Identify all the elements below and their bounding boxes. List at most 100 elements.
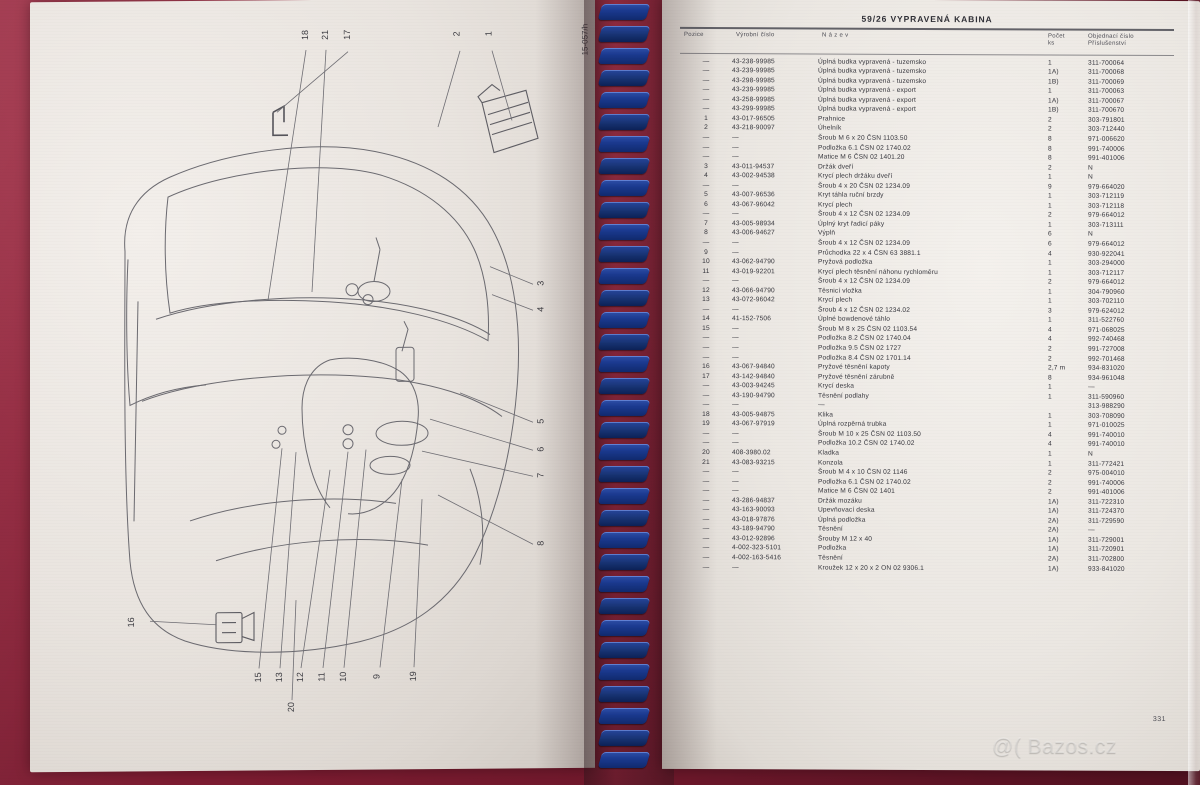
cell-position: —	[702, 86, 710, 94]
cell-part-number: 43-012-92896	[732, 535, 775, 543]
cell-order-number: 311-700067	[1088, 97, 1125, 105]
cell-part-number: 43-239-99985	[732, 67, 775, 75]
cell-position: —	[702, 344, 710, 352]
cell-quantity: 1	[1048, 202, 1052, 210]
callout-16: 16	[126, 617, 137, 628]
cell-order-number: 303-713111	[1088, 221, 1124, 229]
cell-quantity: 2	[1048, 116, 1052, 124]
cell-quantity: 1	[1048, 269, 1052, 277]
cell-part-number: —	[732, 487, 739, 495]
cell-part-number: 43-007-96536	[732, 191, 775, 199]
cell-position: 7	[704, 219, 708, 227]
cell-position: 13	[702, 296, 710, 304]
cell-position: 16	[702, 363, 710, 371]
cell-order-number: 971-006620	[1088, 135, 1125, 143]
cell-part-number: 43-072-96042	[732, 296, 775, 304]
cell-part-number: —	[732, 210, 739, 218]
cell-position: —	[702, 477, 710, 485]
cell-quantity: 1	[1048, 450, 1052, 458]
cell-position: —	[702, 534, 710, 542]
cell-order-number: 933-841020	[1088, 565, 1125, 573]
header-order-number: Objednací číslo Příslušenství	[1088, 33, 1134, 47]
cell-part-number: 43-011-94537	[732, 162, 775, 170]
cell-order-number: 311-700670	[1088, 107, 1125, 115]
cell-quantity: 2A)	[1048, 517, 1059, 525]
callout-19: 19	[408, 671, 419, 682]
cell-part-number: —	[732, 439, 739, 447]
cell-quantity: 8	[1048, 135, 1052, 143]
callout-7: 7	[535, 472, 546, 478]
cell-quantity: 1	[1048, 393, 1052, 401]
cell-order-number: 992-740468	[1088, 336, 1125, 344]
callout-8: 8	[535, 540, 546, 546]
cell-part-number: —	[732, 344, 739, 352]
cell-order-number: 311-700063	[1088, 87, 1125, 96]
cell-part-number: 43-218-90097	[732, 124, 775, 132]
cell-order-number: 991-401006	[1088, 488, 1125, 497]
callout-4: 4	[535, 306, 546, 312]
cell-order-number: 311-772421	[1088, 460, 1125, 468]
cell-part-number: —	[732, 563, 739, 571]
cell-part-number: 43-299-99985	[732, 105, 775, 113]
cell-order-number: 991-401006	[1088, 154, 1125, 162]
cell-position: —	[702, 210, 710, 218]
header-position: Pozice	[684, 31, 704, 38]
cell-position: —	[702, 439, 710, 447]
cell-order-number: 303-712440	[1088, 126, 1125, 134]
cell-position: —	[702, 305, 710, 313]
cell-quantity: 1	[1048, 59, 1052, 67]
spiral-binding	[584, 0, 674, 785]
callout-10: 10	[338, 671, 349, 682]
cell-position: —	[702, 57, 710, 65]
table-header-rule	[680, 52, 1174, 56]
cell-quantity: 2	[1048, 125, 1052, 133]
cell-order-number: 311-729590	[1088, 517, 1125, 525]
cell-order-number: 979-664012	[1088, 278, 1125, 287]
callout-5: 5	[535, 418, 546, 424]
cell-quantity: 2	[1048, 278, 1052, 286]
cell-position: —	[702, 487, 710, 495]
cell-quantity: 3	[1048, 307, 1052, 315]
cell-position: —	[702, 429, 710, 437]
cell-part-number: 43-190-94790	[732, 391, 775, 400]
cell-part-number: 43-238-99985	[732, 57, 775, 65]
cell-order-number: 311-522760	[1088, 317, 1125, 325]
cell-order-number: 303-791801	[1088, 116, 1125, 124]
cell-part-number: 408-3980.02	[732, 449, 771, 457]
cell-order-number: 979-624012	[1088, 307, 1125, 315]
cell-position: —	[702, 133, 710, 142]
cell-part-number: 43-286-94837	[732, 496, 775, 505]
cell-order-number: 934-961048	[1088, 374, 1125, 382]
cell-quantity: 1A)	[1048, 68, 1059, 76]
cell-position: 10	[702, 258, 710, 266]
cell-order-number: 303-294000	[1088, 259, 1125, 267]
cell-position: —	[702, 563, 710, 571]
header-part-number: Výrobní číslo	[736, 31, 775, 38]
cell-order-number: —	[1088, 527, 1095, 535]
cell-part-number: —	[732, 334, 739, 342]
callout-13: 13	[274, 672, 285, 683]
cell-order-number: 311-724370	[1088, 507, 1125, 516]
cell-position: 6	[704, 200, 708, 208]
cell-quantity: 1	[1048, 412, 1052, 420]
cell-position: —	[702, 544, 710, 552]
cell-order-number: 991-727008	[1088, 345, 1125, 353]
cell-order-number: N	[1088, 231, 1093, 239]
cell-order-number: N	[1088, 164, 1093, 172]
cell-order-number: N	[1088, 173, 1093, 181]
cell-position: —	[702, 506, 710, 514]
cell-position: 15	[702, 324, 710, 332]
cell-part-number: 43-019-92201	[732, 267, 775, 275]
cell-quantity: 1	[1048, 460, 1052, 468]
cell-order-number: 979-664020	[1088, 183, 1125, 191]
cell-quantity: 6	[1048, 240, 1052, 248]
cell-part-number: —	[732, 325, 739, 333]
cell-order-number: 934-831020	[1088, 364, 1125, 372]
cell-order-number: 303-712118	[1088, 202, 1125, 210]
cell-part-number: —	[732, 181, 739, 189]
cell-part-number: 43-142-94840	[732, 372, 775, 380]
cell-quantity: 4	[1048, 326, 1052, 334]
cell-position: 19	[702, 420, 710, 428]
cell-quantity: 6	[1048, 230, 1052, 238]
cell-part-number: —	[732, 468, 739, 476]
